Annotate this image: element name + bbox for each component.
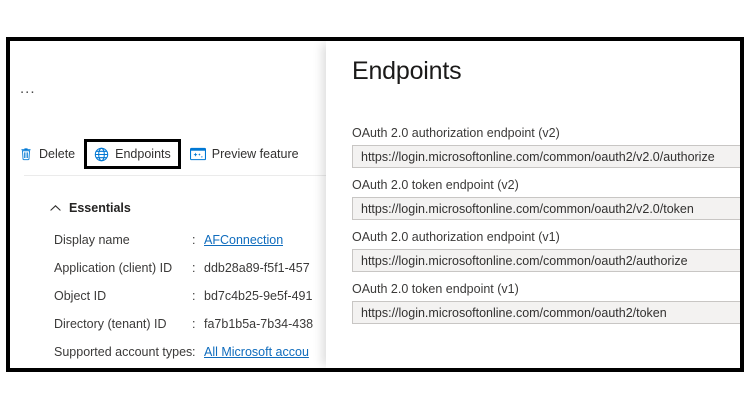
essentials-row-label: Supported account types — [54, 345, 193, 359]
endpoint-group-oauth2-authorize-v2: OAuth 2.0 authorization endpoint (v2) ht… — [352, 126, 740, 168]
essentials-row-label: Directory (tenant) ID — [54, 317, 167, 331]
endpoint-value-field[interactable]: https://login.microsoftonline.com/common… — [352, 301, 740, 324]
delete-button[interactable]: Delete — [10, 139, 84, 169]
essentials-row-separator: : — [192, 289, 196, 303]
endpoint-label: OAuth 2.0 token endpoint (v1) — [352, 282, 519, 296]
supported-account-types-link[interactable]: All Microsoft accou — [204, 345, 309, 359]
endpoint-value-field[interactable]: https://login.microsoftonline.com/common… — [352, 249, 740, 272]
table-row: Object ID : bd7c4b25-9e5f-491 — [54, 289, 354, 317]
table-row: Application (client) ID : ddb28a89-f5f1-… — [54, 261, 354, 289]
table-row: Supported account types : All Microsoft … — [54, 345, 354, 368]
command-toolbar: Delete Endpoints — [10, 138, 308, 170]
directory-tenant-id-value: fa7b1b5a-7b34-438 — [204, 317, 314, 331]
preview-features-icon — [189, 147, 206, 161]
endpoint-label: OAuth 2.0 authorization endpoint (v2) — [352, 126, 560, 140]
essentials-row-separator: : — [192, 317, 196, 331]
essentials-row-label: Display name — [54, 233, 130, 247]
essentials-row-label: Object ID — [54, 289, 107, 303]
endpoint-value-field[interactable]: https://login.microsoftonline.com/common… — [352, 197, 740, 220]
page-title: Endpoints — [352, 57, 462, 85]
trash-icon — [19, 147, 33, 161]
application-client-id-value: ddb28a89-f5f1-457 — [204, 261, 310, 275]
essentials-table: Display name : AFConnection Application … — [54, 233, 354, 368]
chevron-up-icon — [50, 201, 61, 215]
endpoint-label: OAuth 2.0 token endpoint (v2) — [352, 178, 519, 192]
essentials-row-separator: : — [192, 261, 196, 275]
endpoint-group-oauth2-token-v1: OAuth 2.0 token endpoint (v1) https://lo… — [352, 282, 740, 324]
globe-icon — [94, 147, 109, 162]
endpoints-button-label: Endpoints — [115, 146, 171, 161]
essentials-label: Essentials — [69, 201, 131, 215]
overflow-ellipsis[interactable]: ... — [20, 80, 36, 97]
essentials-section-header[interactable]: Essentials — [50, 201, 131, 215]
endpoint-list: OAuth 2.0 authorization endpoint (v2) ht… — [352, 126, 740, 334]
endpoints-button[interactable]: Endpoints — [84, 139, 181, 169]
toolbar-divider — [24, 175, 330, 176]
endpoint-value-field[interactable]: https://login.microsoftonline.com/common… — [352, 145, 740, 168]
app-registration-pane: ... Delete — [10, 41, 330, 368]
essentials-row-separator: : — [192, 233, 196, 247]
preview-features-button[interactable]: Preview feature — [181, 139, 308, 169]
table-row: Display name : AFConnection — [54, 233, 354, 261]
essentials-row-label: Application (client) ID — [54, 261, 173, 275]
table-row: Directory (tenant) ID : fa7b1b5a-7b34-43… — [54, 317, 354, 345]
endpoints-blade: Endpoints OAuth 2.0 authorization endpoi… — [326, 41, 740, 368]
essentials-row-separator: : — [192, 345, 196, 359]
frame-content: ... Delete — [10, 41, 740, 368]
delete-button-label: Delete — [39, 146, 76, 161]
preview-features-button-label: Preview feature — [211, 146, 299, 161]
endpoint-group-oauth2-token-v2: OAuth 2.0 token endpoint (v2) https://lo… — [352, 178, 740, 220]
endpoint-label: OAuth 2.0 authorization endpoint (v1) — [352, 230, 560, 244]
screenshot-black-frame: ... Delete — [6, 37, 744, 372]
display-name-link[interactable]: AFConnection — [204, 233, 284, 247]
endpoint-group-oauth2-authorize-v1: OAuth 2.0 authorization endpoint (v1) ht… — [352, 230, 740, 272]
object-id-value: bd7c4b25-9e5f-491 — [204, 289, 313, 303]
